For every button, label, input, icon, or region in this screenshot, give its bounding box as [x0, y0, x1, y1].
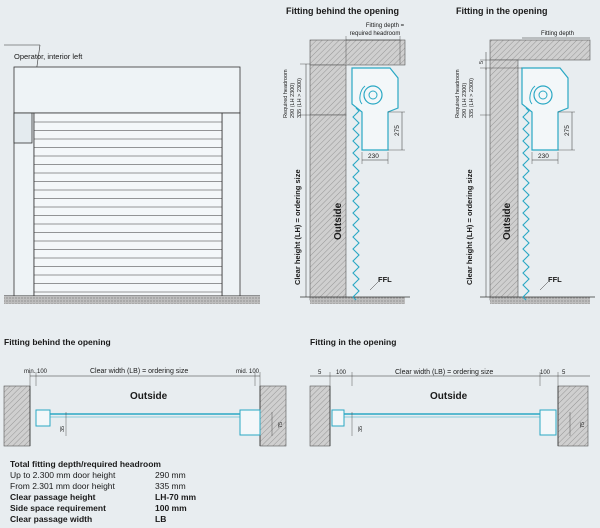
dim-35-in: 35 — [358, 426, 364, 432]
dim-230-behind: 230 — [368, 153, 379, 160]
dim-5-plan-right: 5 — [562, 370, 566, 376]
req-headroom-label-in-1: Required headroom — [455, 69, 461, 118]
outside-label-plan-behind: Outside — [130, 391, 168, 402]
spec-value: 290 mm — [155, 470, 186, 480]
dim-75-behind: 75 — [278, 422, 284, 428]
spec-row: Side space requirement 100 mm — [10, 503, 196, 514]
clear-width-label-in: Clear width (LB) = ordering size — [395, 369, 493, 376]
dim-275-in: 275 — [564, 125, 571, 136]
req-headroom-label-in-2: 290 (LH 2300) — [462, 83, 468, 118]
dim-230-in: 230 — [538, 153, 549, 160]
dim-35-behind: 35 — [60, 426, 66, 432]
section-behind — [300, 36, 410, 304]
operator-icon — [13, 112, 33, 144]
spec-label: Clear passage width — [10, 514, 93, 524]
spec-row: Up to 2.300 mm door height 290 mm — [10, 470, 196, 481]
curtain — [33, 112, 223, 297]
dim-5-section: 5 — [479, 61, 485, 64]
roller-box — [13, 66, 241, 114]
outside-label-section-behind: Outside — [333, 202, 344, 240]
dim-75-in: 75 — [580, 422, 586, 428]
clear-width-label-behind: Clear width (LB) = ordering size — [90, 368, 188, 375]
fitting-depth-req-label-1: Fitting depth = — [366, 23, 405, 29]
specs-table: Total fitting depth/required headroom Up… — [10, 459, 196, 525]
plan-in-title: Fitting in the opening — [310, 337, 396, 347]
ffl-label-behind: FFL — [378, 275, 392, 284]
clear-height-label-in: Clear height (LH) = ordering size — [465, 169, 474, 285]
fitting-depth-label: Fitting depth — [541, 31, 574, 37]
section-in-title: Fitting in the opening — [456, 6, 547, 16]
floor — [4, 296, 260, 304]
clear-height-label-behind: Clear height (LH) = ordering size — [293, 169, 302, 285]
dim-275-behind: 275 — [394, 125, 401, 136]
spec-value: LH-70 mm — [155, 492, 197, 502]
plan-behind-title: Fitting behind the opening — [4, 337, 111, 347]
right-guide — [221, 112, 241, 297]
section-in — [480, 37, 595, 304]
spec-value: 335 mm — [155, 481, 186, 491]
dim-100-plan-right: 100 — [540, 370, 551, 376]
front-view — [4, 44, 260, 304]
spec-value: LB — [155, 514, 167, 524]
plan-behind — [3, 372, 287, 447]
spec-label: Up to 2.300 mm door height — [10, 470, 116, 480]
ffl-label-in: FFL — [548, 275, 562, 284]
spec-label: From 2.301 mm door height — [10, 481, 115, 491]
specs-title: Total fitting depth/required headroom — [10, 459, 161, 469]
req-headroom-label-in-3: 335 (LH > 2300) — [469, 78, 475, 118]
plan-in — [309, 372, 590, 447]
spec-label: Side space requirement — [10, 503, 106, 513]
outside-label-section-in: Outside — [502, 202, 513, 240]
req-headroom-label-behind-3: 335 (LH > 2300) — [297, 78, 303, 118]
spec-label: Clear passage height — [10, 492, 96, 502]
req-headroom-label-behind-2: 290 (LH 2300) — [290, 83, 296, 118]
spec-row: From 2.301 mm door height 335 mm — [10, 481, 196, 492]
spec-value: 100 mm — [155, 503, 187, 513]
section-behind-title: Fitting behind the opening — [286, 6, 399, 16]
spec-row: Clear passage width LB — [10, 514, 196, 525]
dim-min-100: min. 100 — [24, 369, 48, 375]
fitting-depth-req-label-2: required headroom — [350, 31, 401, 37]
spec-row: Clear passage height LH-70 mm — [10, 492, 196, 503]
outside-label-plan-in: Outside — [430, 391, 468, 402]
dim-5-plan-left: 5 — [318, 370, 322, 376]
dim-mid-100: mid. 100 — [236, 369, 260, 375]
dim-100-plan-left: 100 — [336, 370, 347, 376]
operator-label: Operator, interior left — [14, 52, 83, 61]
req-headroom-label-behind-1: Required headroom — [283, 69, 289, 118]
